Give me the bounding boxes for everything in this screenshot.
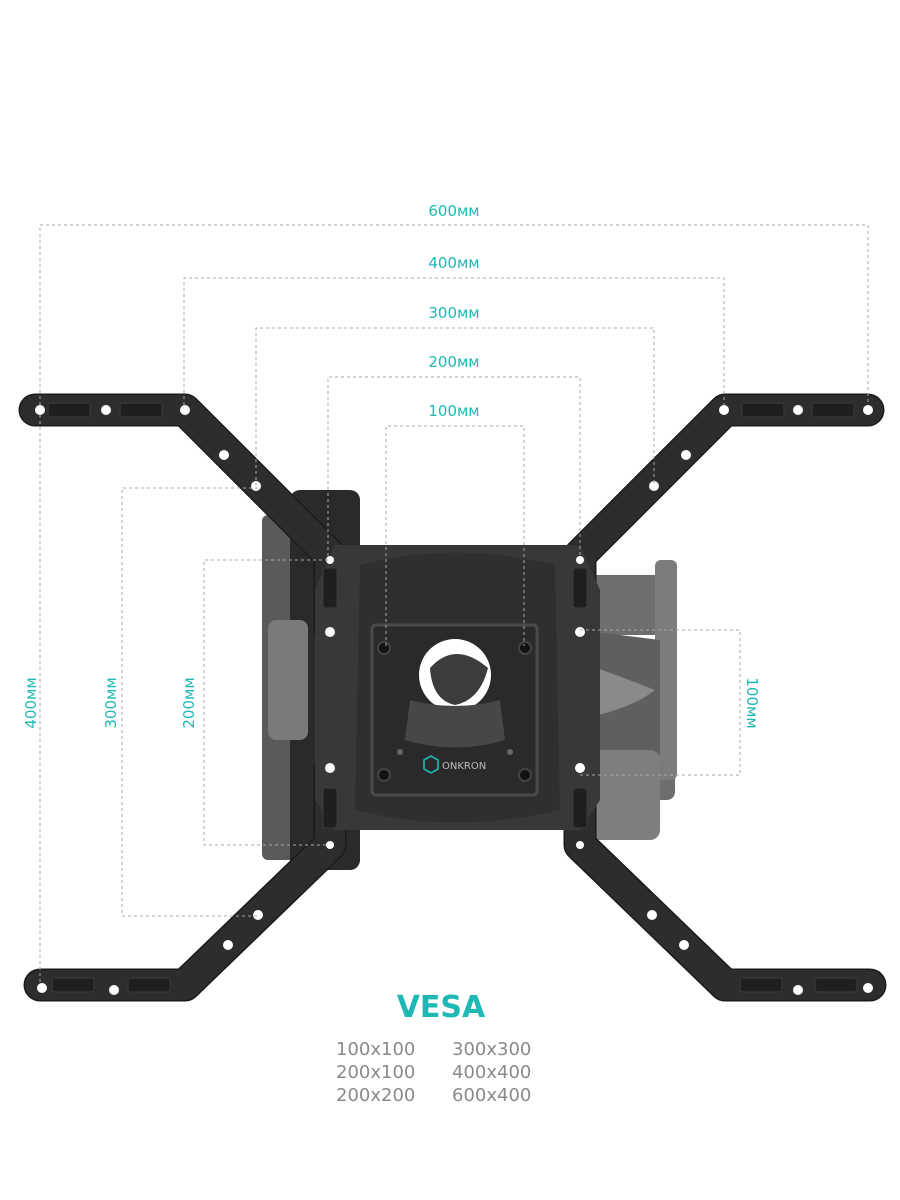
dim-label-100h: 100мм xyxy=(428,402,479,420)
vesa-size: 200x100 xyxy=(336,1062,416,1083)
dim-label-200h: 200мм xyxy=(428,353,479,371)
dimension-labels: 600мм 400мм 300мм 200мм 100мм 400мм 300м… xyxy=(22,202,761,729)
vesa-size: 100x100 xyxy=(336,1039,416,1060)
vesa-size: 300x300 xyxy=(452,1039,532,1060)
vesa-size: 600x400 xyxy=(452,1085,532,1106)
dim-label-400h: 400мм xyxy=(428,254,479,272)
dim-label-300h: 300мм xyxy=(428,304,479,322)
dim-label-300v: 300мм xyxy=(102,677,120,728)
vesa-sizes-left: 100x100 200x100 200x200 xyxy=(336,1038,415,1107)
dim-label-400v: 400мм xyxy=(22,677,40,728)
vesa-size: 200x200 xyxy=(336,1085,416,1106)
vesa-sizes-right: 300x300 400x400 600x400 xyxy=(452,1038,531,1107)
center-plate xyxy=(315,545,600,830)
vesa-title: VESA xyxy=(396,990,486,1025)
brand-name: ONKRON xyxy=(442,761,486,772)
vesa-size: 400x400 xyxy=(452,1062,532,1083)
arm-slots xyxy=(47,402,858,993)
dim-label-200v: 200мм xyxy=(180,677,198,728)
dimension-lines xyxy=(39,224,869,985)
brand-logo: ONKRON xyxy=(423,755,486,774)
cube-icon xyxy=(423,755,439,774)
dim-label-600: 600мм xyxy=(428,202,479,220)
dim-label-100v: 100мм xyxy=(743,677,761,728)
